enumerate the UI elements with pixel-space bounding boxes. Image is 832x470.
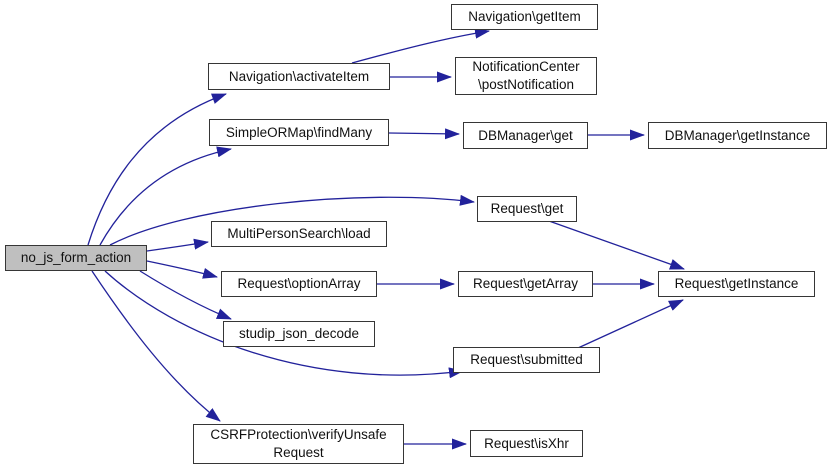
node-request-submitted[interactable]: Request\submitted xyxy=(453,347,600,373)
node-request-optionarray[interactable]: Request\optionArray xyxy=(221,271,377,297)
node-label: Request\optionArray xyxy=(237,276,361,292)
node-label: NotificationCenter \postNotification xyxy=(472,59,580,92)
node-csrfprotection-verifyunsaferequest[interactable]: CSRFProtection\verifyUnsafe Request xyxy=(193,424,404,464)
edge-no-js-form-action--simpleormap-findmany xyxy=(99,146,232,246)
node-label: Request\get xyxy=(490,201,564,217)
node-studip-json-decode[interactable]: studip_json_decode xyxy=(223,321,375,347)
node-label: Request\getInstance xyxy=(674,276,799,292)
edge-request-get--request-getinstance xyxy=(548,220,685,270)
edge-no-js-form-action--request-optionarray xyxy=(146,260,218,279)
edge-no-js-form-action--csrfprotection-verifyunsaferequest xyxy=(91,270,221,422)
node-request-getarray[interactable]: Request\getArray xyxy=(458,271,593,297)
node-label: CSRFProtection\verifyUnsafe Request xyxy=(210,427,387,460)
node-label: DBManager\get xyxy=(478,127,573,143)
node-navigation-getitem[interactable]: Navigation\getItem xyxy=(451,4,598,30)
node-notificationcenter-postnotification[interactable]: NotificationCenter \postNotification xyxy=(455,57,597,95)
edge-simpleormap-findmany--dbmanager-get xyxy=(388,128,460,140)
node-label: Navigation\getItem xyxy=(468,9,581,25)
edge-no-js-form-action--navigation-activateitem xyxy=(87,93,227,246)
node-dbmanager-getinstance[interactable]: DBManager\getInstance xyxy=(648,122,827,149)
node-label: Request\isXhr xyxy=(484,435,569,451)
node-navigation-activateitem[interactable]: Navigation\activateItem xyxy=(208,63,390,90)
edge-navigation-activateitem--navigation-getitem xyxy=(351,27,490,64)
edge-no-js-form-action--request-get xyxy=(109,194,475,246)
edge-no-js-form-action--request-submitted xyxy=(104,270,464,379)
edge-no-js-form-action--studip-json-decode xyxy=(139,270,232,320)
node-request-getinstance[interactable]: Request\getInstance xyxy=(658,271,815,297)
node-label: no_js_form_action xyxy=(20,250,132,266)
node-multipersonsearch-load[interactable]: MultiPersonSearch\load xyxy=(211,221,387,247)
node-request-isxhr[interactable]: Request\isXhr xyxy=(470,430,583,457)
node-label: MultiPersonSearch\load xyxy=(227,226,371,242)
node-label: SimpleORMap\findMany xyxy=(225,124,373,140)
node-no-js-form-action: no_js_form_action xyxy=(5,245,147,271)
node-label: Navigation\activateItem xyxy=(228,68,370,84)
node-simpleormap-findmany[interactable]: SimpleORMap\findMany xyxy=(209,119,389,146)
node-label: Request\submitted xyxy=(470,352,583,368)
node-label: DBManager\getInstance xyxy=(664,127,811,143)
node-label: Request\getArray xyxy=(472,276,579,292)
edge-no-js-form-action--multipersonsearch-load xyxy=(146,238,209,252)
node-dbmanager-get[interactable]: DBManager\get xyxy=(463,122,588,149)
node-request-get[interactable]: Request\get xyxy=(477,196,577,222)
edge-request-submitted--request-getinstance xyxy=(577,299,684,349)
node-label: studip_json_decode xyxy=(238,326,360,342)
